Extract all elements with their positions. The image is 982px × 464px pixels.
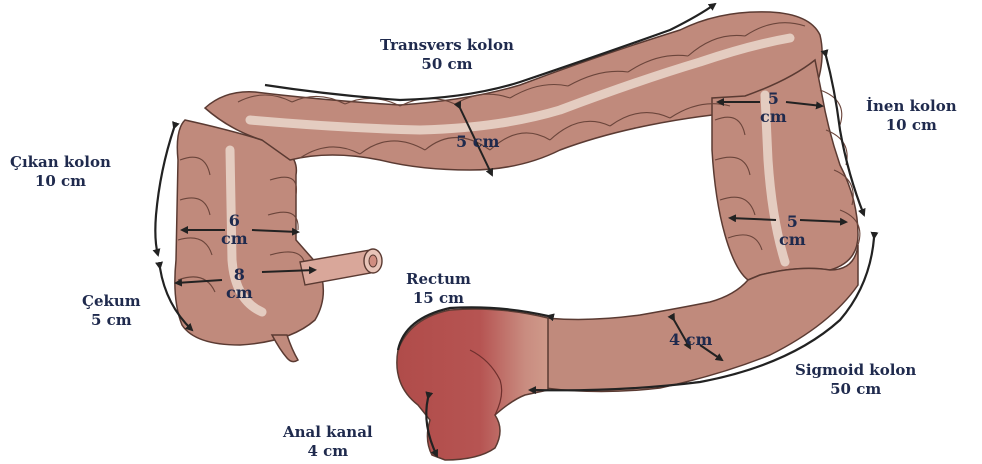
ileum-stub — [300, 249, 382, 285]
descending-upper-num: 5 — [760, 90, 787, 108]
ascending-colon-label: Çıkan kolon 10 cm — [10, 153, 111, 191]
descending-lower-diameter-label: 5 cm — [779, 213, 806, 249]
appendix — [272, 335, 298, 362]
sigmoid-colon-name: Sigmoid kolon — [795, 361, 916, 380]
ascending-colon-name: Çıkan kolon — [10, 153, 111, 172]
sigmoid-colon-label: Sigmoid kolon 50 cm — [795, 361, 916, 399]
cecum-label: Çekum 5 cm — [82, 292, 141, 330]
ascending-num: 6 — [221, 212, 248, 230]
descending-colon-length: 10 cm — [866, 116, 957, 135]
ascending-unit: cm — [221, 230, 248, 248]
rectum — [397, 309, 548, 460]
descending-lower-num: 5 — [779, 213, 806, 231]
descending-lower-unit: cm — [779, 231, 806, 249]
transverse-colon-length: 50 cm — [380, 55, 514, 74]
anal-canal-name: Anal kanal — [283, 423, 373, 442]
descending-colon-name: İnen kolon — [866, 97, 957, 116]
cecum-length: 5 cm — [82, 311, 141, 330]
transverse-colon-label: Transvers kolon 50 cm — [380, 36, 514, 74]
ascending-colon-length: 10 cm — [10, 172, 111, 191]
descending-upper-unit: cm — [760, 108, 787, 126]
descending-upper-diameter-label: 5 cm — [760, 90, 787, 126]
anal-canal-label: Anal kanal 4 cm — [283, 423, 373, 461]
transverse-colon-name: Transvers kolon — [380, 36, 514, 55]
transverse-diameter-label: 5 cm — [456, 133, 499, 151]
ascending-diameter-label: 6 cm — [221, 212, 248, 248]
cecum-num: 8 — [226, 266, 253, 284]
sigmoid-diameter-label: 4 cm — [669, 331, 712, 349]
sigmoid-colon-length: 50 cm — [795, 380, 916, 399]
cecum-unit: cm — [226, 284, 253, 302]
ascending-length-arrow — [155, 128, 174, 255]
descending-colon-label: İnen kolon 10 cm — [866, 97, 957, 135]
anal-canal-length: 4 cm — [283, 442, 373, 461]
rectum-label: Rectum 15 cm — [406, 270, 471, 308]
cecum-name: Çekum — [82, 292, 141, 311]
cecum-diameter-label: 8 cm — [226, 266, 253, 302]
rectum-name: Rectum — [406, 270, 471, 289]
rectum-length: 15 cm — [406, 289, 471, 308]
